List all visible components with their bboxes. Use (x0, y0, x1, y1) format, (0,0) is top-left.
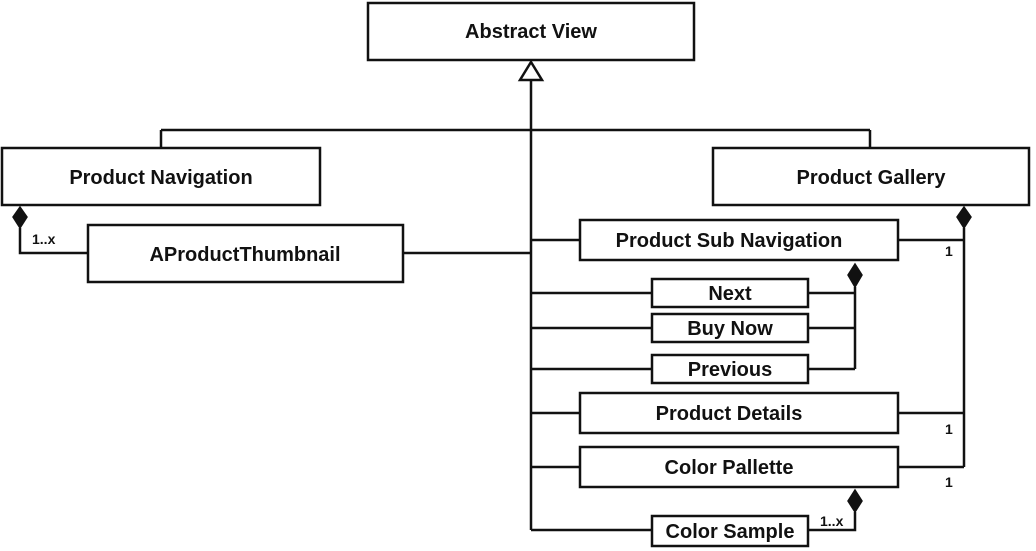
class-product-gallery: Product Gallery (711, 146, 1031, 207)
multiplicity-label: 1 (945, 474, 953, 490)
class-label: Next (708, 283, 752, 305)
class-label: Previous (688, 359, 772, 381)
class-product-details: Product Details (578, 391, 900, 435)
class-previous: Previous (650, 353, 810, 385)
class-label: Product Sub Navigation (616, 230, 843, 252)
multiplicity-label: 1 (945, 243, 953, 259)
composition-diamond-icon (847, 262, 863, 289)
class-label: Product Details (656, 403, 803, 425)
class-label: Color Pallette (665, 457, 794, 479)
class-label: Product Gallery (797, 167, 947, 189)
class-next: Next (650, 277, 810, 309)
class-label: Buy Now (687, 318, 773, 340)
composition-diamond-icon (956, 205, 972, 230)
connectors (18, 80, 966, 532)
class-abstract-view: Abstract View (366, 1, 696, 62)
composition-diamond-icon (12, 205, 28, 230)
composition-diamond-icon (847, 488, 863, 514)
class-label: Color Sample (666, 521, 795, 543)
class-aproduct-thumbnail: AProductThumbnail (86, 223, 405, 284)
class-product-navigation: Product Navigation (0, 146, 322, 207)
class-color-pallette: Color Pallette (578, 445, 900, 489)
composition-line-color-sample (808, 512, 857, 532)
multiplicity-label: 1 (945, 421, 953, 437)
composition-line-thumbnail (18, 228, 88, 255)
generalization-arrowhead-icon (517, 59, 545, 82)
class-color-sample: Color Sample (650, 514, 810, 548)
multiplicity-label: 1..x (32, 231, 56, 247)
class-label: AProductThumbnail (149, 244, 340, 266)
class-label: Product Navigation (69, 167, 252, 189)
class-buy-now: Buy Now (650, 312, 810, 344)
multiplicity-label: 1..x (820, 513, 844, 529)
class-label: Abstract View (465, 21, 597, 43)
class-product-sub-navigation: Product Sub Navigation (578, 218, 900, 262)
